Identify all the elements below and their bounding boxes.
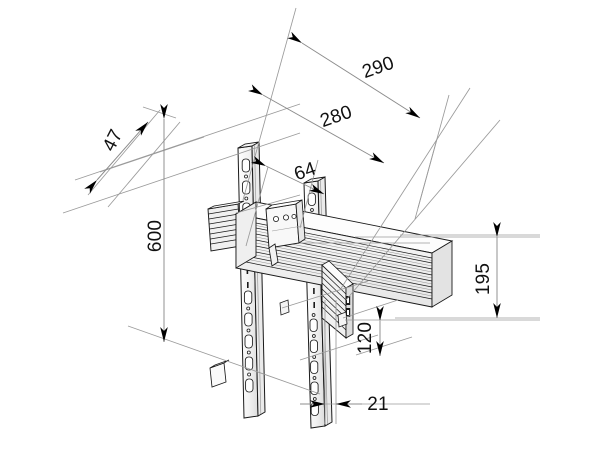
dimension-lines xyxy=(84,31,501,408)
dimension-label-120: 120 xyxy=(355,322,376,354)
dimension-label-280: 280 xyxy=(318,102,355,132)
dimension-line-280 xyxy=(248,84,385,164)
dimension-label-600: 600 xyxy=(145,220,166,252)
dimension-line-64 xyxy=(250,156,325,195)
left-ribbed-block xyxy=(207,200,245,252)
dimension-label-290: 290 xyxy=(360,53,397,83)
bracket-geometry: 290 280 64 47 600 195 120 21 xyxy=(62,7,540,429)
centre-mount-bracket xyxy=(265,199,306,267)
dimension-line-47 xyxy=(84,121,149,194)
lower-tabs xyxy=(209,299,348,388)
dimension-labels: 290 280 64 47 600 195 120 21 xyxy=(99,53,494,415)
dimension-label-195: 195 xyxy=(473,263,494,295)
dimension-label-21: 21 xyxy=(367,394,389,415)
left-vertical-rail xyxy=(237,141,266,419)
dimension-line-290 xyxy=(287,31,421,119)
